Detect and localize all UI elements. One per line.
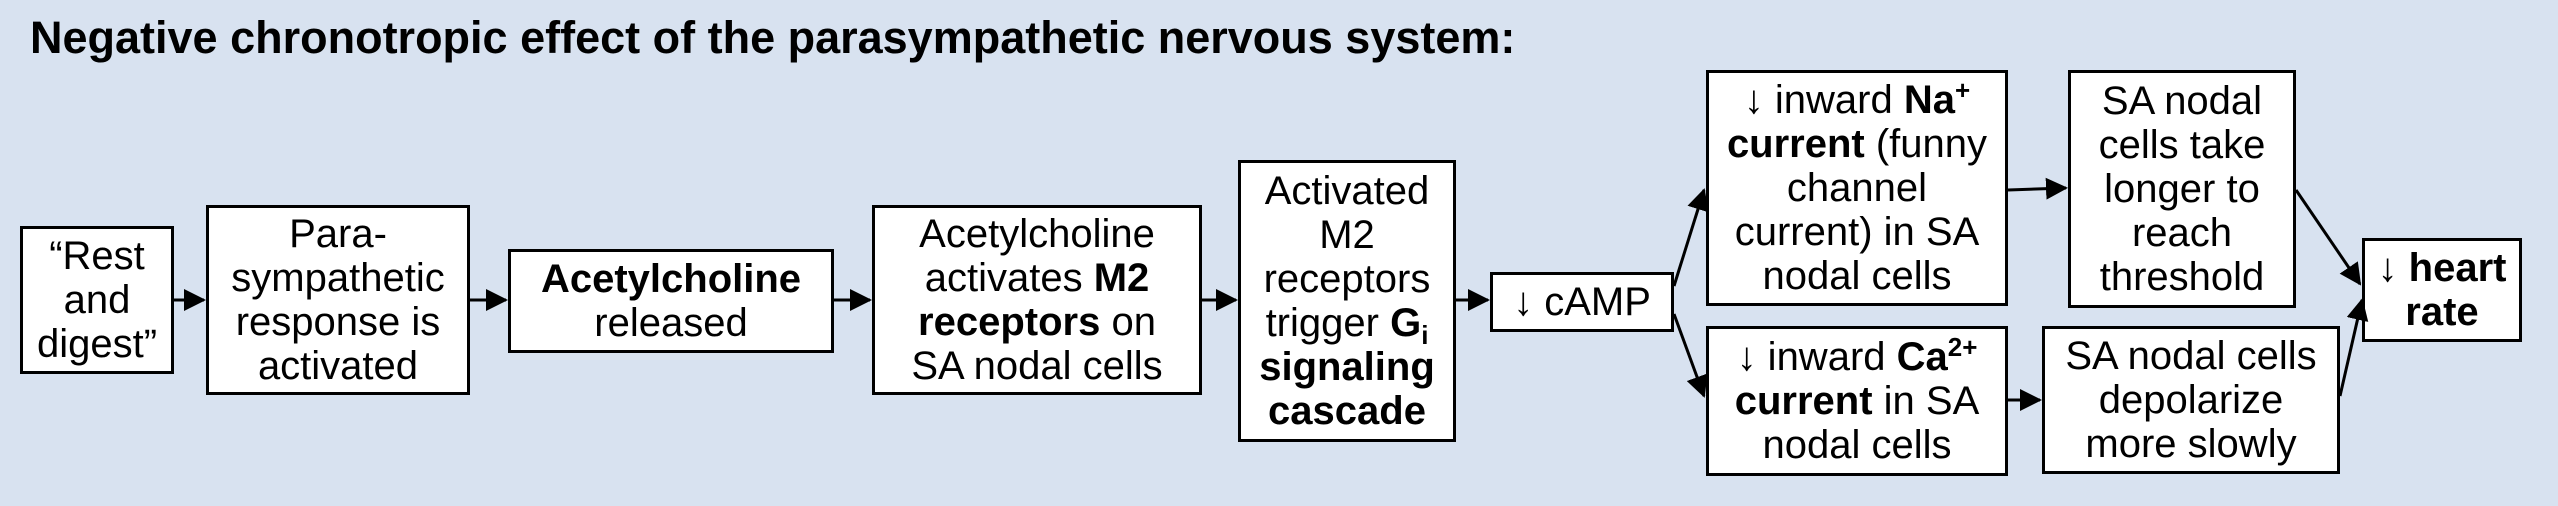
gi-signaling-box: Activated M2 receptors trigger Gi signal…	[1238, 160, 1456, 442]
gi-line-2: M2	[1319, 213, 1375, 257]
threshold-line-3: longer to	[2104, 167, 2260, 211]
gi-line-6: cascade	[1268, 389, 1426, 433]
gi-line-4a: trigger	[1265, 301, 1391, 345]
ca-line-2b: in SA	[1872, 379, 1980, 423]
acetylcholine-released-box: Acetylcholine released	[508, 249, 834, 353]
na-down-arrow-icon: ↓	[1743, 78, 1764, 122]
heart-rate-box: ↓ heart rate	[2362, 238, 2522, 342]
threshold-line-4: reach	[2131, 211, 2233, 255]
m2-line-2b: M2	[1093, 256, 1150, 300]
na-line-2b: (funny	[1864, 122, 1988, 166]
depol-line-2: depolarize	[2098, 378, 2284, 422]
gi-line-4-sub: i	[1421, 320, 1429, 350]
rest-line-1: “Rest	[49, 234, 145, 278]
depol-line-1: SA nodal cells	[2065, 334, 2317, 378]
parasympathetic-response-box: Para- sympathetic response is activated	[206, 205, 470, 395]
m2-line-2a: activates	[924, 256, 1094, 300]
ca-line-1b: Ca	[1896, 335, 1948, 379]
threshold-line-1: SA nodal	[2101, 79, 2263, 123]
threshold-line-2: cells take	[2098, 123, 2266, 167]
inward-na-current-box: ↓ inward Na+ current (funny channel curr…	[1706, 70, 2008, 306]
na-line-3: channel	[1786, 166, 1928, 210]
para-line-4: activated	[257, 344, 419, 388]
arrow-threshold-to-hr	[2294, 189, 2362, 286]
depol-line-3: more slowly	[2085, 422, 2297, 466]
ca-line-3: nodal cells	[1762, 423, 1952, 467]
ca-line-2a: current	[1734, 379, 1873, 423]
reach-threshold-box: SA nodal cells take longer to reach thre…	[2068, 70, 2296, 308]
hr-line-1: heart	[2397, 246, 2507, 290]
gi-line-3: receptors	[1263, 257, 1431, 301]
m2-line-3b: on	[1100, 300, 1156, 344]
na-line-1b: Na	[1903, 78, 1955, 122]
para-line-1: Para-	[289, 212, 387, 256]
gi-line-5: signaling	[1259, 345, 1435, 389]
camp-label: cAMP	[1533, 280, 1651, 324]
rest-line-3: digest”	[36, 322, 158, 366]
na-line-4: current) in SA	[1734, 210, 1980, 254]
ach-line-2: released	[594, 301, 748, 345]
hr-line-2: rate	[2405, 290, 2479, 334]
m2-line-1: Acetylcholine	[919, 212, 1155, 256]
para-line-2: sympathetic	[231, 256, 445, 300]
na-line-2a: current	[1726, 122, 1865, 166]
arrow-camp-to-na	[1672, 188, 1709, 287]
rest-and-digest-box: “Rest and digest”	[20, 226, 174, 374]
ca-down-arrow-icon: ↓	[1736, 335, 1757, 379]
inward-ca-current-box: ↓ inward Ca2+ current in SA nodal cells	[1706, 326, 2008, 476]
m2-activation-box: Acetylcholine activates M2 receptors on …	[872, 205, 1202, 395]
gi-line-4b: G	[1390, 301, 1422, 345]
ca-line-1-sup: 2+	[1947, 332, 1978, 362]
hr-down-arrow-icon: ↓	[2377, 246, 2398, 290]
na-line-1-sup: +	[1955, 75, 1971, 105]
ach-line-1: Acetylcholine	[540, 257, 802, 301]
para-line-3: response is	[235, 300, 441, 344]
ca-line-1a: inward	[1756, 335, 1897, 379]
arrow-camp-to-ca	[1672, 313, 1708, 398]
na-line-1a: inward	[1763, 78, 1904, 122]
m2-line-4: SA nodal cells	[911, 344, 1163, 388]
camp-box: ↓ cAMP	[1490, 272, 1674, 332]
arrow-depol-to-hr	[2338, 298, 2369, 397]
page-title: Negative chronotropic effect of the para…	[30, 12, 1516, 63]
threshold-line-5: threshold	[2099, 255, 2265, 299]
depolarize-box: SA nodal cells depolarize more slowly	[2042, 326, 2340, 474]
gi-line-1: Activated	[1264, 169, 1430, 213]
na-line-5: nodal cells	[1762, 254, 1952, 298]
m2-line-3a: receptors	[918, 300, 1101, 344]
rest-line-2: and	[63, 278, 131, 322]
arrow-na-to-threshold	[2007, 177, 2068, 200]
camp-down-arrow-icon: ↓	[1513, 280, 1534, 324]
